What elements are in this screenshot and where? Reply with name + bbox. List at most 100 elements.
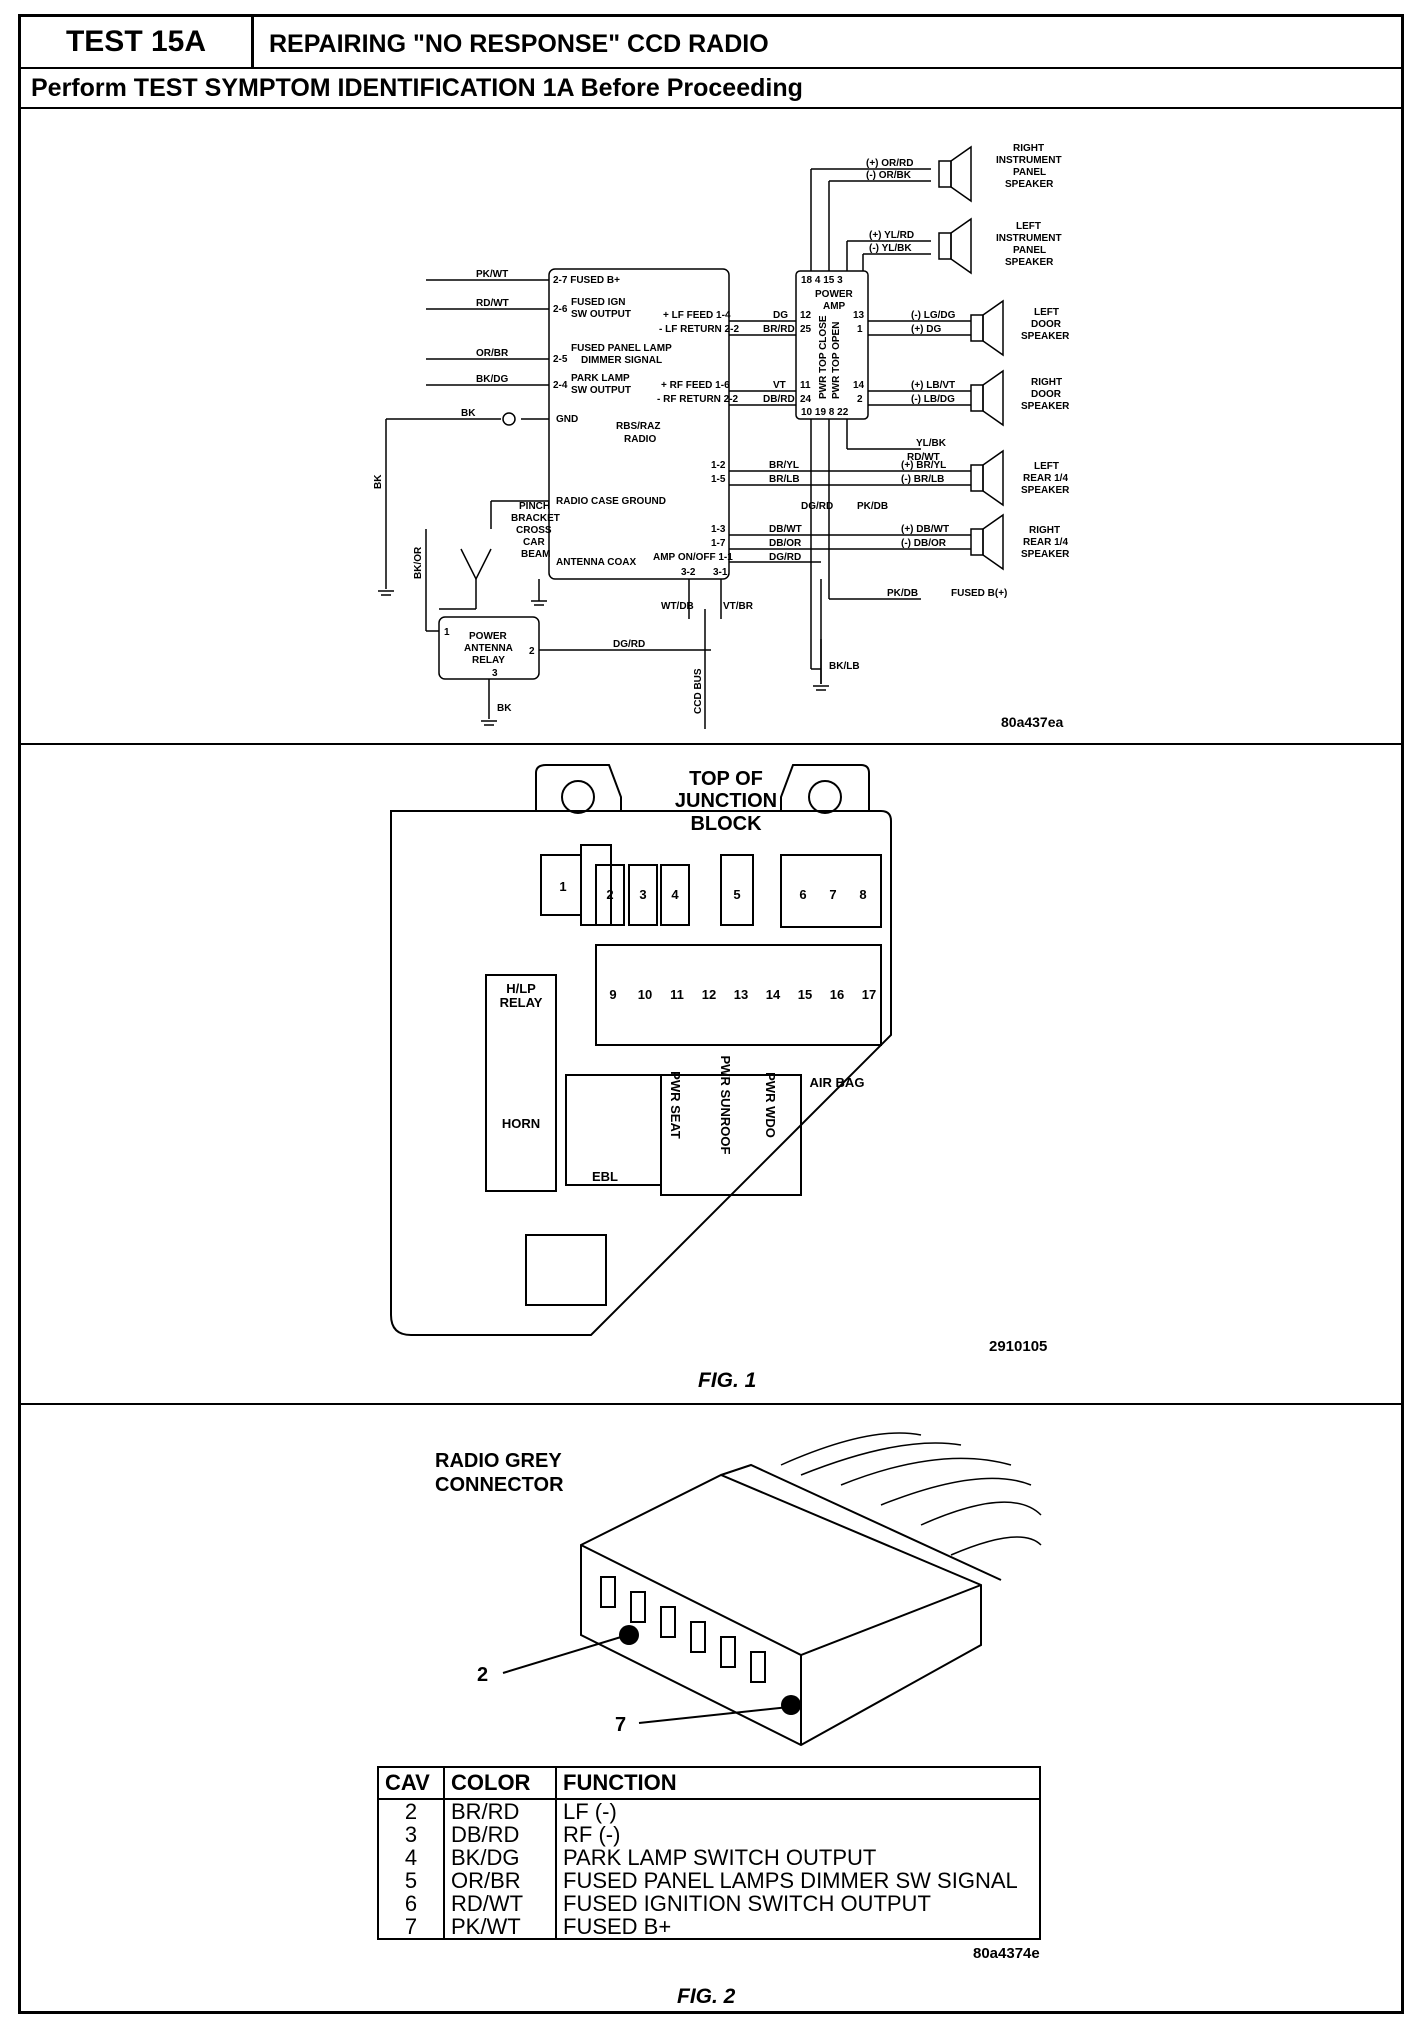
spk1-wire-neg: (-) OR/BK (866, 170, 912, 181)
relay-pwr-seat: PWR SEAT (668, 1071, 683, 1139)
radio-pin-sw-output: SW OUTPUT (571, 309, 631, 320)
amp-pin-11: 11 (800, 380, 811, 391)
radio-pin-1-3: 1-3 (711, 524, 726, 535)
radio-pin-amp-on-off: AMP ON/OFF 1-1 (653, 552, 733, 563)
header-row: TEST 15A REPAIRING "NO RESPONSE" CCD RAD… (21, 17, 1401, 69)
wire-pk-db: PK/DB (857, 501, 888, 512)
relay-line-3: RELAY (472, 655, 505, 666)
relay-pwr-sunroof: PWR SUNROOF (718, 1056, 733, 1155)
spk6-name-2: REAR 1/4 (1023, 537, 1068, 548)
amp-bottom-pins: 10 19 8 22 (801, 407, 849, 418)
pinch-5: BEAM (521, 549, 550, 560)
jb-title-3: BLOCK (690, 813, 762, 835)
cell-function: PARK LAMP SWITCH OUTPUT (555, 1846, 1041, 1869)
fuse-12: 12 (702, 987, 716, 1002)
spk2-wire-neg: (-) YL/BK (869, 243, 912, 254)
radio-pin-park-lamp: PARK LAMP (571, 373, 630, 384)
amp-line-1: POWER (815, 289, 854, 300)
relay-wire-bk: BK (497, 703, 512, 714)
spk4-name-3: SPEAKER (1021, 401, 1070, 412)
fuse-5: 5 (733, 887, 740, 902)
cell-color: BK/DG (443, 1846, 557, 1869)
fuse-9: 9 (609, 987, 616, 1002)
fuse-13: 13 (734, 987, 748, 1002)
radio-pin-3-1: 3-1 (713, 567, 728, 578)
connector-panel: RADIO GREY CONNECTOR 2 7 80a4374e FIG. 2 (21, 1405, 1401, 2017)
spk2-name-2: INSTRUMENT (996, 233, 1062, 244)
spk4-wire-pos: (+) LB/VT (911, 380, 955, 391)
wire-br-yl: BR/YL (769, 460, 799, 471)
spk2-name-4: SPEAKER (1005, 257, 1054, 268)
wire-vt-br: VT/BR (723, 601, 754, 612)
fuse-14: 14 (766, 987, 781, 1002)
instruction-text: Perform TEST SYMPTOM IDENTIFICATION 1A B… (21, 67, 1401, 109)
wire-bk-lb: BK/LB (829, 661, 860, 672)
radio-pin-2-6: 2-6 (553, 304, 568, 315)
fuse-16: 16 (830, 987, 844, 1002)
wire-rd-wt: RD/WT (476, 298, 509, 309)
horn-label: HORN (502, 1116, 540, 1131)
fuse-4: 4 (671, 887, 679, 902)
spk2-name-3: PANEL (1013, 245, 1046, 256)
amp-pin-24: 24 (800, 394, 812, 405)
wire-db-or: DB/OR (769, 538, 802, 549)
wiring-schematic: 2-7 FUSED B+ 2-6 FUSED IGN SW OUTPUT FUS… (373, 143, 1070, 730)
cell-color: RD/WT (443, 1892, 557, 1915)
spk6-wire-pos: (+) DB/WT (901, 524, 949, 535)
spk2-name-1: LEFT (1016, 221, 1041, 232)
spk4-name-1: RIGHT (1031, 377, 1062, 388)
junction-block-panel: TOP OF JUNCTION BLOCK 1 2 3 4 5 6 7 8 9 … (21, 745, 1401, 1405)
radio-pin-2-4: 2-4 (553, 380, 568, 391)
amp-pin-2: 2 (857, 394, 863, 405)
radio-pin-rf-return: - RF RETURN 2-2 (657, 394, 739, 405)
connector-title-2: CONNECTOR (435, 1474, 564, 1496)
radio-pin-3-2: 3-2 (681, 567, 696, 578)
wire-br-lb: BR/LB (769, 474, 800, 485)
radio-pin-rf-feed: + RF FEED 1-6 (661, 380, 730, 391)
relay-line-2: ANTENNA (464, 643, 513, 654)
cell-function: LF (-) (555, 1799, 1041, 1823)
wire-bk-gnd: BK (461, 408, 476, 419)
spk1-name-3: PANEL (1013, 167, 1046, 178)
radio-pin-antenna-coax: ANTENNA COAX (556, 557, 637, 568)
cell-cav: 4 (377, 1846, 445, 1869)
fuse-7: 7 (829, 887, 836, 902)
amp-pwr-top-open: PWR TOP OPEN (831, 322, 842, 399)
amp-pin-12: 12 (800, 310, 812, 321)
cell-color: DB/RD (443, 1823, 557, 1846)
cell-cav: 7 (377, 1915, 445, 1940)
wire-or-br: OR/BR (476, 348, 509, 359)
cell-cav: 6 (377, 1892, 445, 1915)
radio-pin-fused-ign: FUSED IGN (571, 297, 625, 308)
test-title: REPAIRING "NO RESPONSE" CCD RADIO (269, 30, 769, 58)
jb-title-1: TOP OF (689, 768, 763, 790)
amp-top-pins: 18 4 15 3 (801, 275, 843, 286)
wire-ccd-bus: CCD BUS (693, 668, 704, 714)
page-frame: TEST 15A REPAIRING "NO RESPONSE" CCD RAD… (18, 14, 1404, 2014)
callout-2: 2 (477, 1664, 488, 1686)
wire-br-rd: BR/RD (763, 324, 795, 335)
fig2-caption: FIG. 2 (677, 1985, 736, 2008)
radio-pin-1-5: 1-5 (711, 474, 726, 485)
pinch-3: CROSS (516, 525, 552, 536)
jb-title-2: JUNCTION (675, 790, 777, 812)
pinch-4: CAR (523, 537, 545, 548)
radio-pin-gnd: GND (556, 414, 578, 425)
radio-connector-drawing: RADIO GREY CONNECTOR 2 7 (435, 1432, 1042, 1747)
fuse-1: 1 (559, 879, 566, 894)
relay-line-1: POWER (469, 631, 508, 642)
cavity-2-marker (619, 1625, 639, 1645)
spk5-name-1: LEFT (1034, 461, 1059, 472)
spk3-name-2: DOOR (1031, 319, 1062, 330)
fig2-code: 80a4374e (973, 1945, 1040, 1962)
cell-function: FUSED IGNITION SWITCH OUTPUT (555, 1892, 1041, 1915)
amp-pin-14: 14 (853, 380, 865, 391)
amp-pwr-top-close: PWR TOP CLOSE (818, 315, 829, 399)
pinch-2: BRACKET (511, 513, 560, 524)
wire-vt: VT (773, 380, 786, 391)
spk3-name-1: LEFT (1034, 307, 1059, 318)
spk4-wire-neg: (-) LB/DG (911, 394, 955, 405)
